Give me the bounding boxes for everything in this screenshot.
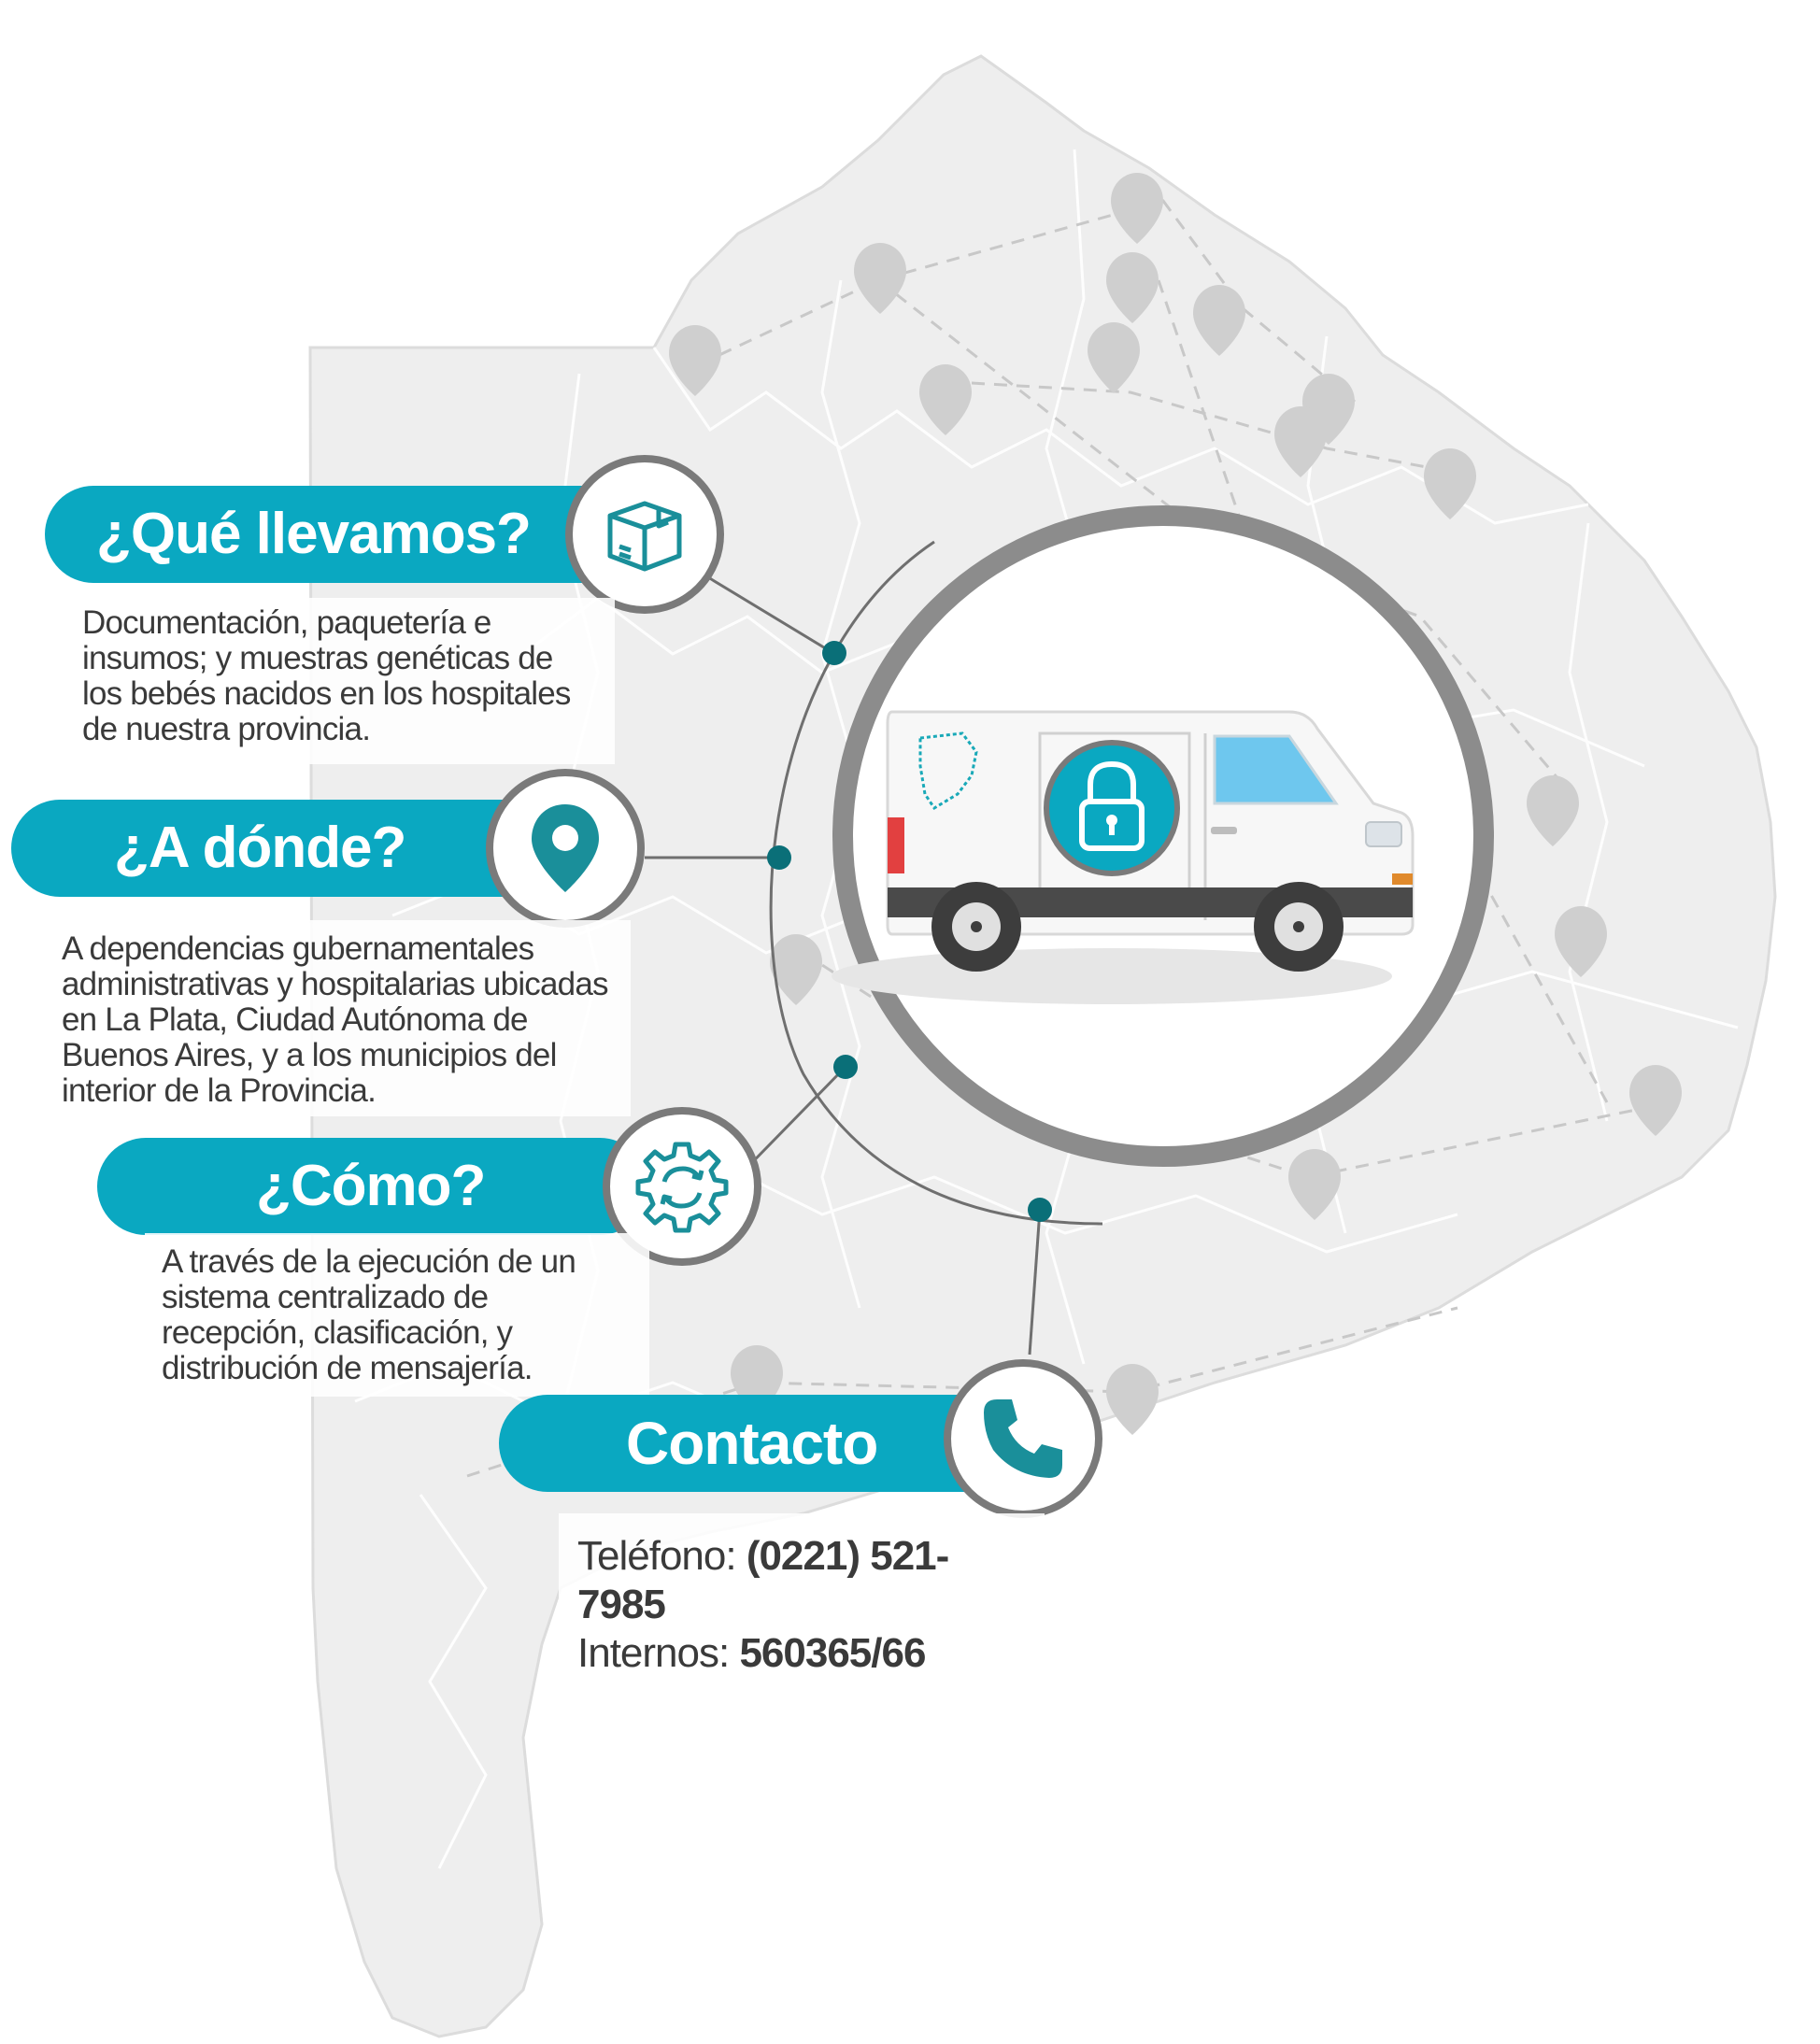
extension-number: 560365/66 <box>739 1630 926 1676</box>
que-llevamos-icon-ring <box>565 455 724 614</box>
contacto-icon-ring <box>944 1359 1102 1518</box>
map-pin-icon <box>1274 406 1327 477</box>
que-llevamos-title: ¿Qué llevamos? <box>96 502 532 566</box>
map-pin-icon <box>1106 1364 1159 1435</box>
a-donde-title-pill: ¿A dónde? <box>11 800 572 897</box>
gear-sync-icon <box>635 1142 729 1233</box>
map-pin-icon <box>669 325 721 396</box>
extension-label: Internos: <box>577 1630 730 1676</box>
phone-line: Teléfono: (0221) 521-7985 <box>577 1532 1026 1629</box>
a-donde-icon-ring <box>486 769 645 928</box>
map-pin-icon <box>1555 906 1607 977</box>
extension-line: Internos: 560365/66 <box>577 1629 1026 1678</box>
map-pin-icon <box>1111 173 1163 244</box>
que-llevamos-title-pill: ¿Qué llevamos? <box>45 486 643 583</box>
timeline-dots <box>767 641 1052 1222</box>
contacto-title-pill: Contacto <box>499 1395 1022 1492</box>
que-llevamos-desc-panel: Documentación, paquetería e insumos; y m… <box>65 598 615 764</box>
map-pin-icon <box>1106 252 1159 323</box>
lock-icon <box>1044 740 1180 876</box>
como-title: ¿Cómo? <box>256 1154 486 1218</box>
map-pin-icon <box>1088 322 1140 393</box>
map-pin-icon <box>1288 1149 1341 1220</box>
phone-number[interactable]: (0221) 521-7985 <box>577 1533 949 1627</box>
province-emblem-icon <box>918 731 978 811</box>
phone-icon <box>984 1399 1062 1478</box>
que-llevamos-description: Documentación, paquetería e insumos; y m… <box>82 604 571 747</box>
a-donde-desc-panel: A dependencias gubernamentales administr… <box>45 920 631 1116</box>
contacto-desc-panel: Teléfono: (0221) 521-7985 Internos: 5603… <box>559 1513 1045 1676</box>
map-pin-icon <box>770 934 822 1005</box>
map-pin-icon <box>854 243 906 314</box>
map-pin-icon <box>1193 285 1245 356</box>
contacto-title: Contacto <box>626 1410 878 1477</box>
phone-label: Teléfono: <box>577 1533 737 1579</box>
como-desc-panel: A través de la ejecución de un sistema c… <box>145 1233 649 1397</box>
map-pin-icon <box>919 364 972 435</box>
como-description: A través de la ejecución de un sistema c… <box>162 1243 576 1386</box>
a-donde-title: ¿A dónde? <box>114 816 406 880</box>
a-donde-description: A dependencias gubernamentales administr… <box>62 930 608 1109</box>
map-pin-icon <box>1527 775 1579 846</box>
map-pin-icon <box>1629 1065 1682 1136</box>
box-icon <box>607 501 682 572</box>
timeline-arc <box>769 540 1103 1226</box>
map-pin-icon <box>1424 448 1476 519</box>
location-pin-icon <box>532 804 599 892</box>
como-title-pill: ¿Cómo? <box>97 1138 648 1235</box>
